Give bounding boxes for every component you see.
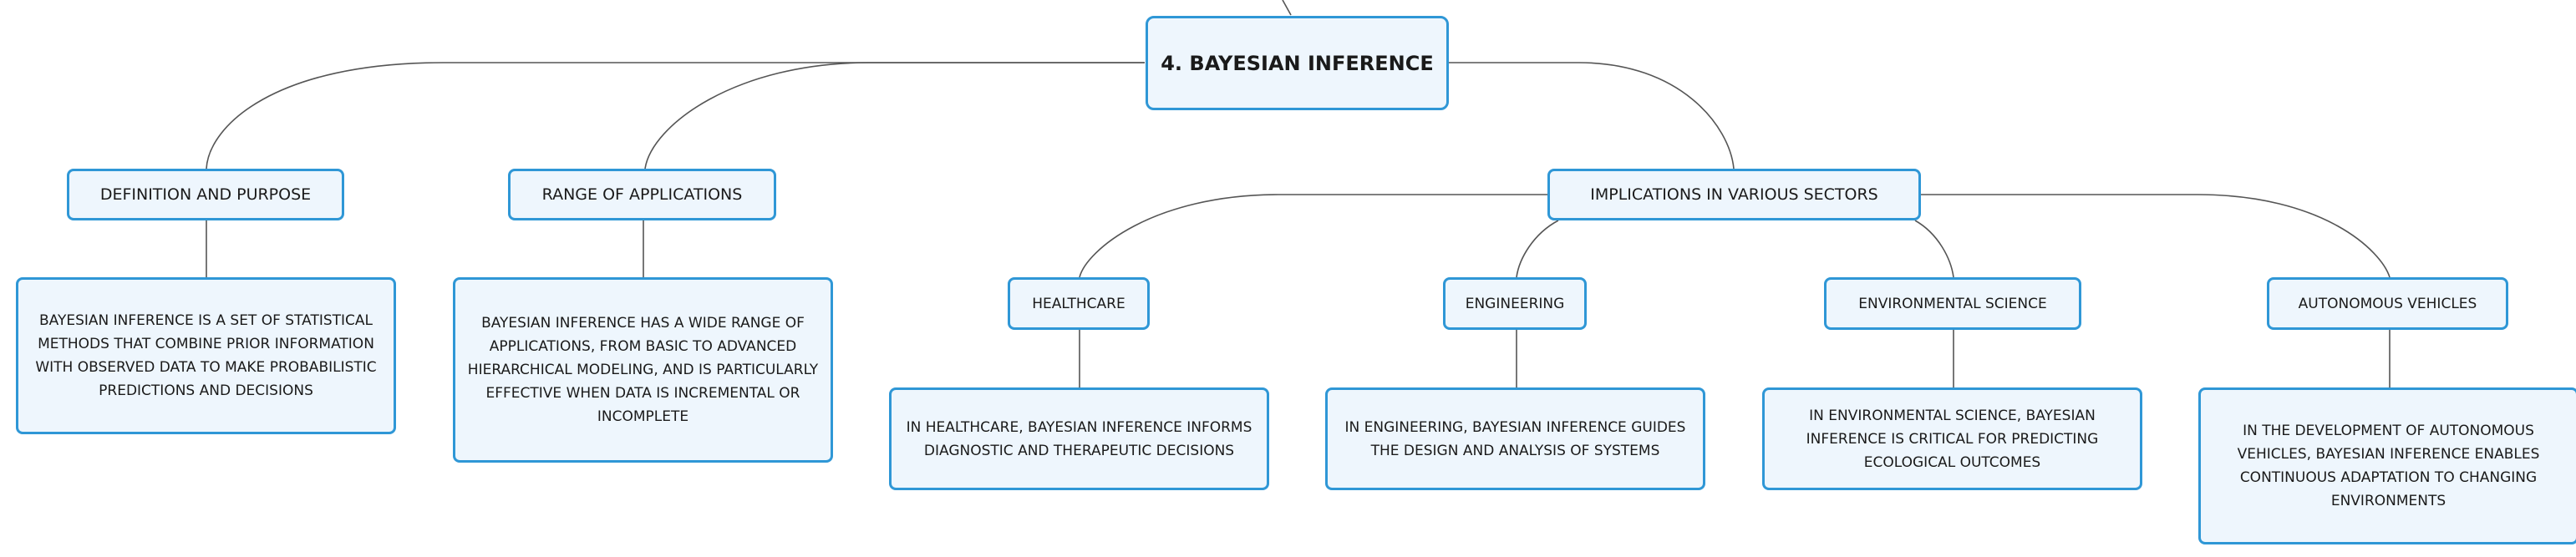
branch-implications-in-various-sectors[interactable]: IMPLICATIONS IN VARIOUS SECTORS [1547, 169, 1921, 220]
healthcare-description[interactable]: IN HEALTHCARE, BAYESIAN INFERENCE INFORM… [889, 387, 1269, 490]
connector-root-definition [206, 62, 1145, 170]
branch-label: DEFINITION AND PURPOSE [99, 185, 312, 204]
connector-parent [1282, 0, 1292, 16]
child-engineering[interactable]: ENGINEERING [1443, 277, 1587, 330]
branch-label: IMPLICATIONS IN VARIOUS SECTORS [1590, 185, 1878, 204]
description-text: BAYESIAN INFERENCE HAS A WIDE RANGE OF A… [467, 315, 819, 425]
connector-root-implications [1448, 62, 1735, 170]
child-autonomous-vehicles[interactable]: AUTONOMOUS VEHICLES [2267, 277, 2508, 330]
child-label: HEALTHCARE [1032, 295, 1125, 312]
description-text: IN ENVIRONMENTAL SCIENCE, BAYESIAN INFER… [1806, 407, 2099, 471]
description-text: IN ENGINEERING, BAYESIAN INFERENCE GUIDE… [1344, 418, 1686, 459]
description-text: IN THE DEVELOPMENT OF AUTONOMOUS VEHICLE… [2237, 423, 2540, 509]
engineering-description[interactable]: IN ENGINEERING, BAYESIAN INFERENCE GUIDE… [1325, 387, 1705, 490]
environmental-science-description[interactable]: IN ENVIRONMENTAL SCIENCE, BAYESIAN INFER… [1762, 387, 2142, 490]
branch-label: RANGE OF APPLICATIONS [541, 185, 743, 204]
child-label: AUTONOMOUS VEHICLES [2298, 295, 2477, 312]
root-node[interactable]: 4. BAYESIAN INFERENCE [1146, 16, 1449, 110]
child-healthcare[interactable]: HEALTHCARE [1008, 277, 1150, 330]
branch-definition-and-purpose[interactable]: DEFINITION AND PURPOSE [67, 169, 344, 220]
connector-implications-healthcare [1079, 194, 1547, 278]
connector-implications-environmental [1914, 220, 1954, 278]
branch-range-of-applications[interactable]: RANGE OF APPLICATIONS [508, 169, 776, 220]
connector-implications-autonomous [1920, 194, 2391, 278]
definition-description[interactable]: BAYESIAN INFERENCE IS A SET OF STATISTIC… [16, 277, 396, 434]
child-label: ENGINEERING [1465, 295, 1565, 312]
autonomous-vehicles-description[interactable]: IN THE DEVELOPMENT OF AUTONOMOUS VEHICLE… [2198, 387, 2576, 544]
description-text: BAYESIAN INFERENCE IS A SET OF STATISTIC… [35, 312, 377, 399]
connector-root-applications [644, 62, 1145, 170]
child-label: ENVIRONMENTAL SCIENCE [1858, 295, 2047, 312]
applications-description[interactable]: BAYESIAN INFERENCE HAS A WIDE RANGE OF A… [453, 277, 833, 463]
description-text: IN HEALTHCARE, BAYESIAN INFERENCE INFORM… [906, 418, 1252, 459]
connector-implications-engineering [1516, 220, 1559, 278]
root-node-label: 4. BAYESIAN INFERENCE [1161, 51, 1434, 75]
child-environmental-science[interactable]: ENVIRONMENTAL SCIENCE [1824, 277, 2081, 330]
